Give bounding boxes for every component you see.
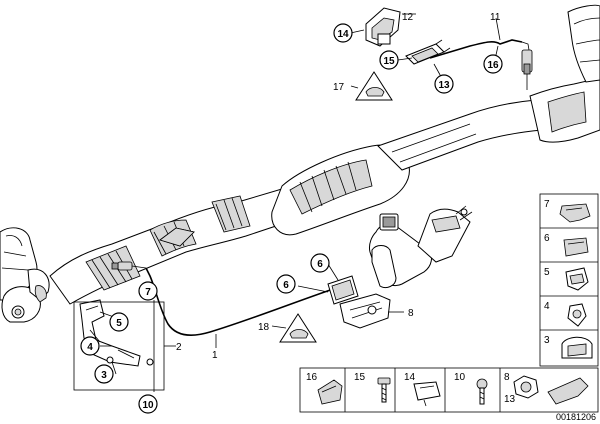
side-panel-parts <box>559 203 593 359</box>
callout-circle: 13 <box>434 74 454 94</box>
warning-triangle-icon <box>355 71 393 101</box>
svg-text:6: 6 <box>283 280 289 291</box>
panel-label: 13 <box>504 394 516 405</box>
callout-circle: 6 <box>276 274 296 294</box>
callout-label: 1 <box>212 350 218 361</box>
svg-text:5: 5 <box>116 318 122 329</box>
callout-circle: 15 <box>379 50 399 70</box>
callout-label: 8 <box>408 308 414 319</box>
svg-text:13: 13 <box>438 80 450 91</box>
mid-connector-group <box>327 275 404 329</box>
svg-text:10: 10 <box>142 400 154 411</box>
callout-label: 12 <box>402 12 414 23</box>
bottom-parts-panel <box>299 367 599 413</box>
bottom-panel-parts <box>317 375 589 407</box>
callout-label: 2 <box>176 342 182 353</box>
svg-text:3: 3 <box>101 370 107 381</box>
callout-label: 11 <box>490 12 501 23</box>
svg-text:16: 16 <box>487 60 499 71</box>
svg-text:6: 6 <box>317 259 323 270</box>
panel-label: 6 <box>544 233 550 244</box>
panel-label: 4 <box>544 301 550 312</box>
callout-label: 17 <box>333 82 345 93</box>
rear-sensor-wiring <box>429 39 533 90</box>
panel-label: 7 <box>544 199 550 210</box>
exhaust-system <box>0 4 600 323</box>
panel-label: 8 <box>504 372 510 383</box>
front-sensor-wiring <box>111 227 343 337</box>
sensor-bracket <box>79 299 154 367</box>
panel-label: 15 <box>354 372 366 383</box>
callout-circle: 16 <box>483 54 503 74</box>
svg-text:4: 4 <box>87 342 93 353</box>
callout-label: 18 <box>258 322 270 333</box>
diagram-id: 00181206 <box>556 412 596 422</box>
svg-text:15: 15 <box>383 56 395 67</box>
callout-circle: 3 <box>94 364 114 384</box>
panel-label: 16 <box>306 372 318 383</box>
callout-circle: 6 <box>310 253 330 273</box>
panel-label: 14 <box>404 372 416 383</box>
callout-circle: 14 <box>333 23 353 43</box>
side-parts-panel <box>539 193 599 367</box>
top-connector-group <box>345 7 451 65</box>
callout-circle: 10 <box>138 394 158 414</box>
panel-label: 5 <box>544 267 550 278</box>
callout-circle: 4 <box>80 336 100 356</box>
callout-circle: 5 <box>109 312 129 332</box>
svg-text:14: 14 <box>337 29 349 40</box>
callout-circle: 7 <box>138 281 158 301</box>
panel-label: 3 <box>544 335 550 346</box>
warning-triangle-icon <box>279 313 317 343</box>
panel-label: 10 <box>454 372 466 383</box>
svg-text:7: 7 <box>145 287 151 298</box>
fuel-filter <box>369 205 473 289</box>
